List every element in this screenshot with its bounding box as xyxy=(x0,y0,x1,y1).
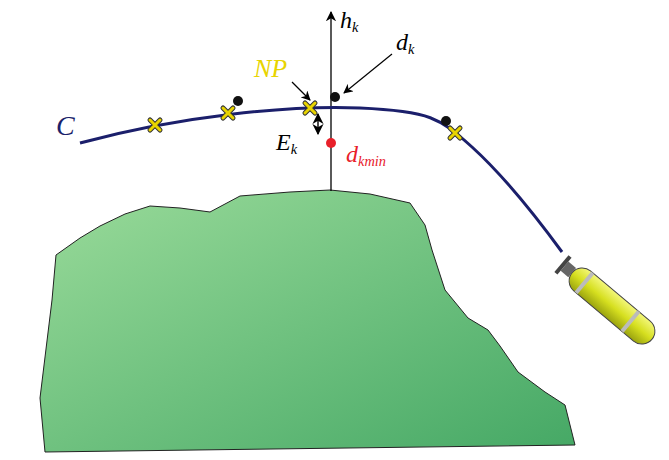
path-curve xyxy=(80,108,562,252)
dk-leader xyxy=(344,54,392,93)
np-leader xyxy=(292,82,310,100)
auv-vehicle xyxy=(553,254,660,350)
nearest-point-label: NP xyxy=(254,56,287,82)
min-distance-dot xyxy=(326,138,336,148)
error-label: Ek xyxy=(276,130,297,157)
height-axis-label: hk xyxy=(340,8,358,35)
min-distance-label: dkmin xyxy=(346,142,386,169)
nearest-point-markers xyxy=(150,103,460,138)
measurement-dots xyxy=(233,92,451,126)
normal-line xyxy=(330,12,331,191)
distance-label: dk xyxy=(396,30,414,57)
error-arrow xyxy=(317,114,318,134)
curve-label: C xyxy=(56,112,75,140)
seafloor-mound xyxy=(40,190,575,452)
